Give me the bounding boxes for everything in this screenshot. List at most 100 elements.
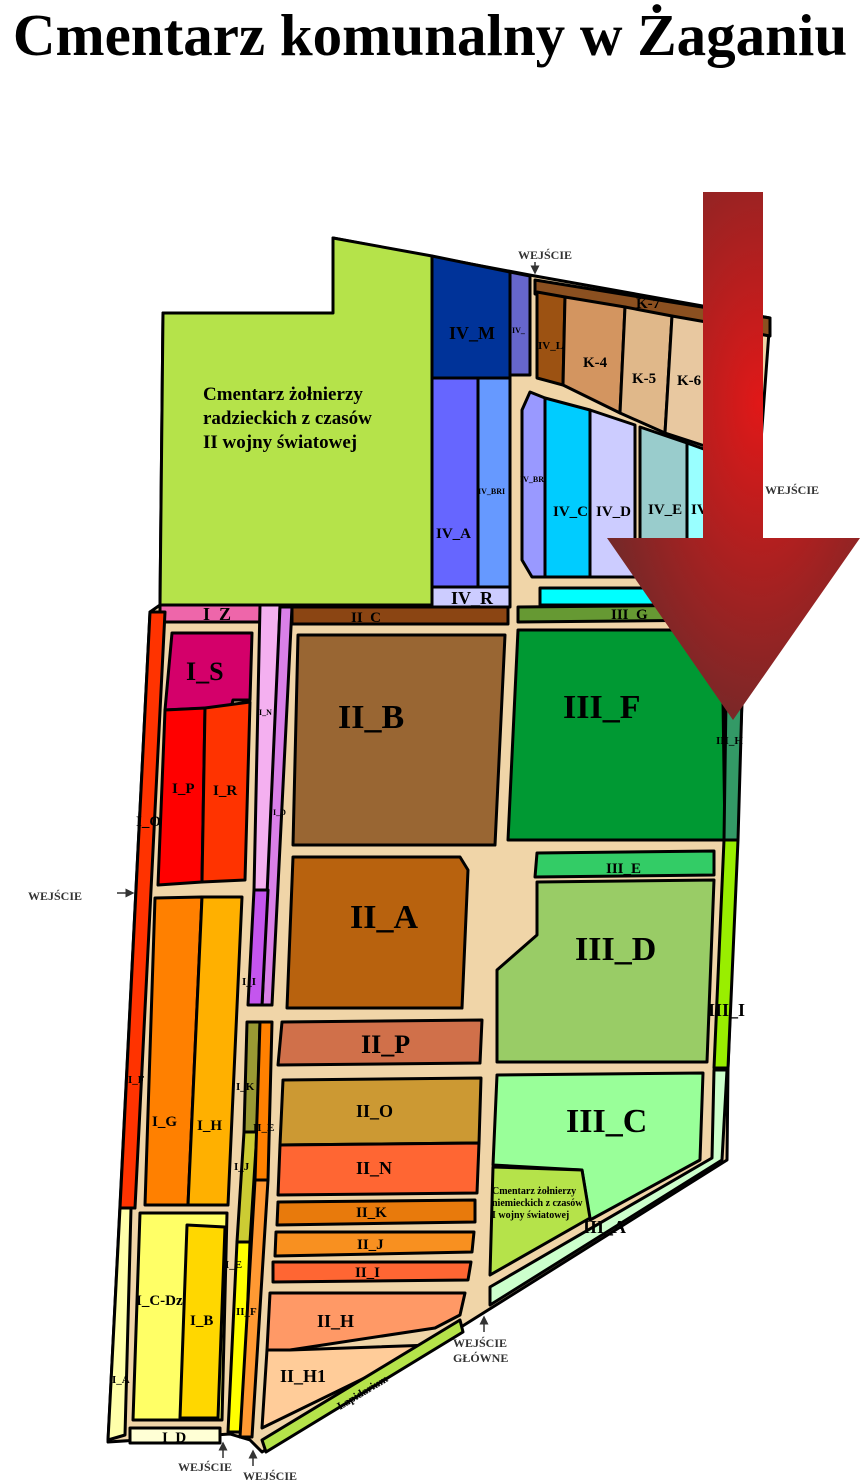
section-I_A[interactable] [106, 1206, 133, 1442]
label-II_J: II_J [357, 1237, 384, 1253]
section-II_I[interactable] [271, 1260, 473, 1284]
label-I_K: I_K [236, 1081, 255, 1093]
section-K-5[interactable] [618, 305, 674, 435]
label-III_D: III_D [575, 931, 656, 968]
label-III_H: III_H [716, 735, 743, 747]
label-II_N: II_N [356, 1158, 392, 1178]
section-III_A[interactable] [488, 1068, 729, 1307]
label-III_C: III_C [566, 1103, 647, 1140]
label-I_A: I_A [112, 1374, 130, 1386]
label-I_F: I_F [128, 1074, 145, 1086]
label-II_K: II_K [356, 1205, 387, 1221]
page-title: Cmentarz komunalny w Żaganiu [12, 2, 848, 68]
section-IV_L[interactable] [535, 290, 567, 387]
label-IV_D: IV_D [596, 504, 631, 520]
label-II_E: II_E [253, 1122, 274, 1134]
section-III_F[interactable] [506, 628, 727, 842]
label-II_I: II_I [355, 1265, 380, 1281]
label-K-7: K-7 [636, 296, 661, 312]
label-III_A: III_A [583, 1217, 626, 1237]
section-II_F[interactable] [238, 1178, 270, 1439]
entrance-main-label-2: GŁÓWNE [453, 1351, 508, 1365]
label-I_B: I_B [190, 1313, 213, 1329]
label-I_G: I_G [152, 1114, 177, 1130]
section-II_J[interactable] [273, 1230, 476, 1258]
label-K-6: K-6 [677, 373, 702, 389]
label-IV_R: IV_R [451, 588, 494, 608]
svg-text:radzieckich z czasów: radzieckich z czasów [203, 408, 372, 429]
section-III_E[interactable] [533, 849, 716, 879]
label-II_P: II_P [361, 1030, 410, 1059]
label-I_C-Dz: I_C-Dz [136, 1293, 183, 1309]
label-I_S: I_S [186, 657, 224, 686]
section-IV-small[interactable] [508, 270, 532, 377]
section-I_R[interactable] [200, 700, 252, 884]
section-II_C[interactable] [290, 605, 510, 626]
label-IV_BRI: IV_BRI [478, 487, 505, 496]
label-I_J: I_J [234, 1161, 250, 1173]
label-IV_M: IV_M [449, 323, 495, 343]
section-III_H[interactable] [722, 698, 744, 842]
label-II_B: II_B [338, 699, 404, 736]
label-I_N: I_N [259, 708, 272, 717]
label-K-4: K-4 [583, 355, 608, 371]
entrance-right-label: WEJŚCIE [765, 483, 819, 497]
label-IV_A: IV_A [436, 526, 471, 542]
entrance-top-label: WEJŚCIE [518, 248, 572, 262]
section-I_D-strip[interactable] [260, 605, 294, 1007]
section-I_H[interactable] [186, 895, 244, 1207]
label-II_H1: II_H1 [280, 1366, 326, 1386]
label-IV_BR: IV_BR [520, 475, 544, 484]
soviet-cemetery-label: Cmentarz żołnierzy radzieckich z czasów … [203, 384, 372, 453]
label-IV_C: IV_C [553, 504, 588, 520]
label-I_D-strip: I_D [273, 808, 286, 817]
section-II_K[interactable] [275, 1198, 477, 1227]
entrance-left-label: WEJŚCIE [28, 889, 82, 903]
section-IV_C[interactable] [543, 396, 592, 579]
svg-text:Cmentarz żołnierzy: Cmentarz żołnierzy [203, 384, 363, 405]
section-labels: IV_M IV_ IV_A IV_BRI IV_R K-7 IV_L K-4 K… [112, 296, 745, 1446]
label-II_O: II_O [356, 1101, 393, 1121]
section-I_B[interactable] [178, 1223, 227, 1420]
label-I_Z: I_Z [203, 604, 231, 624]
label-K-5: K-5 [632, 371, 656, 387]
german-cemetery-label: Cmentarz żołnierzy niemieckich z czasów … [492, 1186, 583, 1221]
label-III_E: III_E [606, 861, 641, 877]
german-cemetery[interactable] [488, 1165, 592, 1277]
section-IV_M[interactable] [430, 254, 512, 380]
entrance-bottom-left-label: WEJŚCIE [178, 1460, 232, 1474]
section-I_O[interactable] [118, 610, 167, 1210]
section-IV_BR[interactable] [520, 390, 547, 579]
label-II_C: II_C [351, 610, 381, 626]
label-III_F: III_F [563, 689, 640, 726]
section-II_A[interactable] [285, 855, 470, 1010]
label-IV_E: IV_E [648, 502, 682, 518]
label-I_E: I_E [225, 1259, 242, 1271]
arrow-down-icon [607, 192, 860, 720]
lapidarium[interactable] [260, 1318, 465, 1454]
section-IV_BRI[interactable] [476, 376, 512, 589]
label-III_G: III_G [611, 607, 648, 623]
entrance-markers: WEJŚCIE WEJŚCIE WEJŚCIE WEJŚCIE WEJŚCIE … [28, 248, 819, 1482]
entrance-main-label-1: WEJŚCIE [453, 1336, 507, 1350]
section-IV_A[interactable] [430, 376, 480, 589]
section-II_B[interactable] [291, 633, 507, 847]
label-IV_L: IV_L [538, 340, 563, 352]
section-III_C[interactable] [491, 1071, 705, 1222]
label-II_F: II_F [236, 1306, 257, 1318]
label-III_I: III_I [708, 1000, 745, 1020]
section-II_P[interactable] [276, 1018, 484, 1067]
label-I_D: I_D [162, 1430, 186, 1446]
section-II_N[interactable] [276, 1141, 481, 1197]
section-III_I[interactable] [712, 838, 740, 1070]
label-I_O: I_O [136, 814, 161, 830]
svg-text:I wojny światowej: I wojny światowej [492, 1210, 569, 1221]
section-IV_R[interactable] [430, 585, 512, 609]
entrance-bottom-right-label: WEJŚCIE [243, 1469, 297, 1482]
section-III_D[interactable] [495, 878, 716, 1064]
svg-text:niemieckich z czasów: niemieckich z czasów [492, 1198, 583, 1209]
svg-text:II wojny światowej: II wojny światowej [203, 432, 357, 453]
label-IV-small: IV_ [512, 326, 526, 335]
section-I_I[interactable] [246, 888, 270, 1007]
